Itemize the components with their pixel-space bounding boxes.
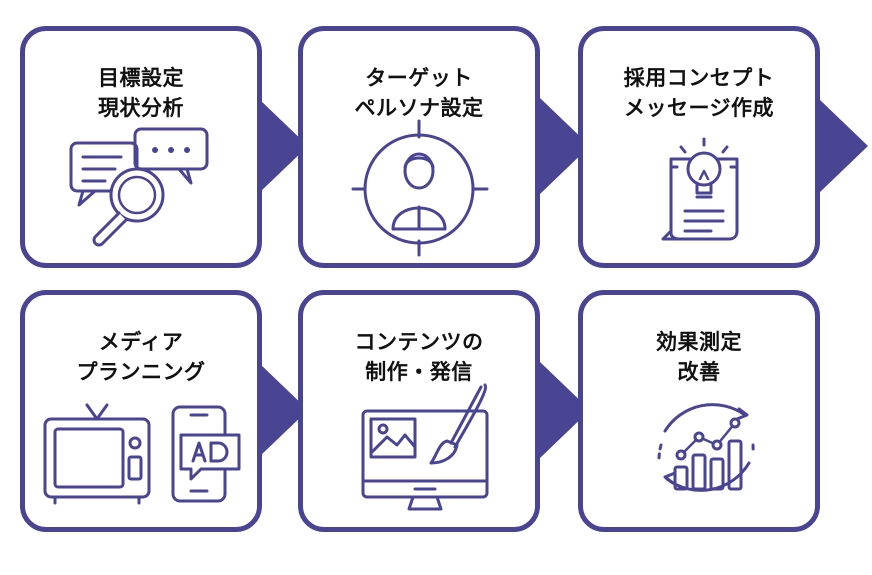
step-title: メディア プランニング xyxy=(76,330,206,384)
step-card-goal-analysis: 目標設定 現状分析 xyxy=(20,26,262,268)
target-person-icon xyxy=(351,119,489,257)
tv-ad-icon xyxy=(43,403,241,505)
flow-arrow xyxy=(818,98,868,194)
flow-arrow xyxy=(540,98,590,194)
step-card-measure-improve: 効果測定 改善 xyxy=(578,290,820,532)
chat-magnifier-icon xyxy=(69,127,209,247)
step-card-content-production: コンテンツの 制作・発信 xyxy=(298,290,540,532)
monitor-design-icon xyxy=(361,383,489,511)
flow-arrow xyxy=(540,362,590,458)
step-title: コンテンツの 制作・発信 xyxy=(354,330,484,384)
step-title: 目標設定 現状分析 xyxy=(98,66,184,120)
step-title: 採用コンセプト メッセージ作成 xyxy=(623,66,775,120)
step-card-media-planning: メディア プランニング xyxy=(20,290,262,532)
growth-chart-icon xyxy=(657,403,755,492)
idea-document-icon xyxy=(661,137,739,241)
step-title: ターゲット ペルソナ設定 xyxy=(354,66,484,120)
step-title: 効果測定 改善 xyxy=(656,330,742,384)
step-card-concept-message: 採用コンセプト メッセージ作成 xyxy=(578,26,820,268)
flow-arrow xyxy=(258,98,308,194)
step-card-target-persona: ターゲット ペルソナ設定 xyxy=(298,26,540,268)
flow-arrow xyxy=(258,362,308,458)
